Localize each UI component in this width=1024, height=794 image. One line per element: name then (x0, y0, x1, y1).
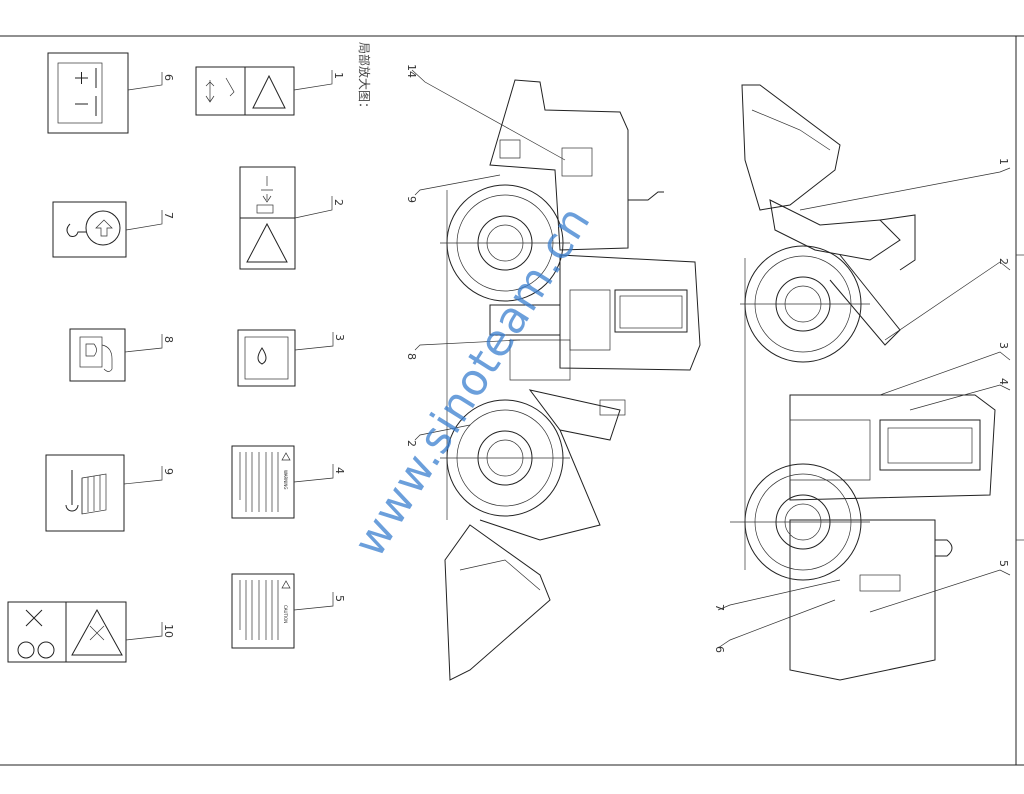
left-callout-9: 9 (405, 196, 418, 203)
right-callout-3: 3 (997, 342, 1010, 349)
decal-num-4: 4 (333, 467, 346, 474)
right-callout-1: 1 (997, 158, 1010, 165)
decal-5-caution-label: CAUTION (231, 573, 295, 649)
decal-num-5: 5 (333, 595, 346, 602)
left-callout-2: 2 (405, 440, 418, 447)
decal-num-1: 1 (332, 72, 345, 79)
left-callout-lines (411, 69, 566, 441)
decal-7-lift-point (52, 201, 127, 258)
decal-2-articulation-hazard (239, 166, 296, 270)
decal-1-crush-hazard (195, 66, 295, 116)
left-callout-14: 14 (405, 64, 418, 78)
decal-num-7: 7 (162, 212, 175, 219)
right-callout-5: 5 (997, 560, 1010, 567)
warning-label-title: WARNING (283, 470, 288, 490)
decal-6-battery (47, 52, 129, 134)
loader-view-left (440, 79, 701, 681)
decal-num-2: 2 (332, 199, 345, 206)
decal-10-fan-warning (7, 601, 127, 663)
decal-9-manual (45, 454, 125, 532)
decal-3-hydraulic-oil (237, 329, 296, 387)
right-callout-6: 6 (713, 646, 726, 653)
decal-num-3: 3 (333, 334, 346, 341)
decal-num-6: 6 (162, 74, 175, 81)
decal-number-labels: 1 2 3 4 5 6 7 8 9 10 (162, 72, 346, 638)
decal-num-10: 10 (162, 624, 175, 638)
right-callout-2: 2 (997, 258, 1010, 265)
decal-num-8: 8 (162, 336, 175, 343)
decal-num-9: 9 (162, 468, 175, 475)
loader-view-right (730, 84, 996, 681)
right-callout-lines (717, 167, 1011, 649)
decal-leader-lines (123, 70, 334, 641)
right-callout-7: 7 (713, 604, 726, 611)
watermark-text: www.sinoteam.cn (344, 197, 601, 566)
right-callout-4: 4 (997, 378, 1010, 385)
decal-4-warning-label: WARNING (231, 445, 295, 519)
caution-label-title: CAUTION (283, 605, 288, 623)
left-callout-8: 8 (405, 353, 418, 360)
decal-8-fuel (69, 328, 126, 382)
caption-text: 局部放大图： (357, 42, 372, 114)
